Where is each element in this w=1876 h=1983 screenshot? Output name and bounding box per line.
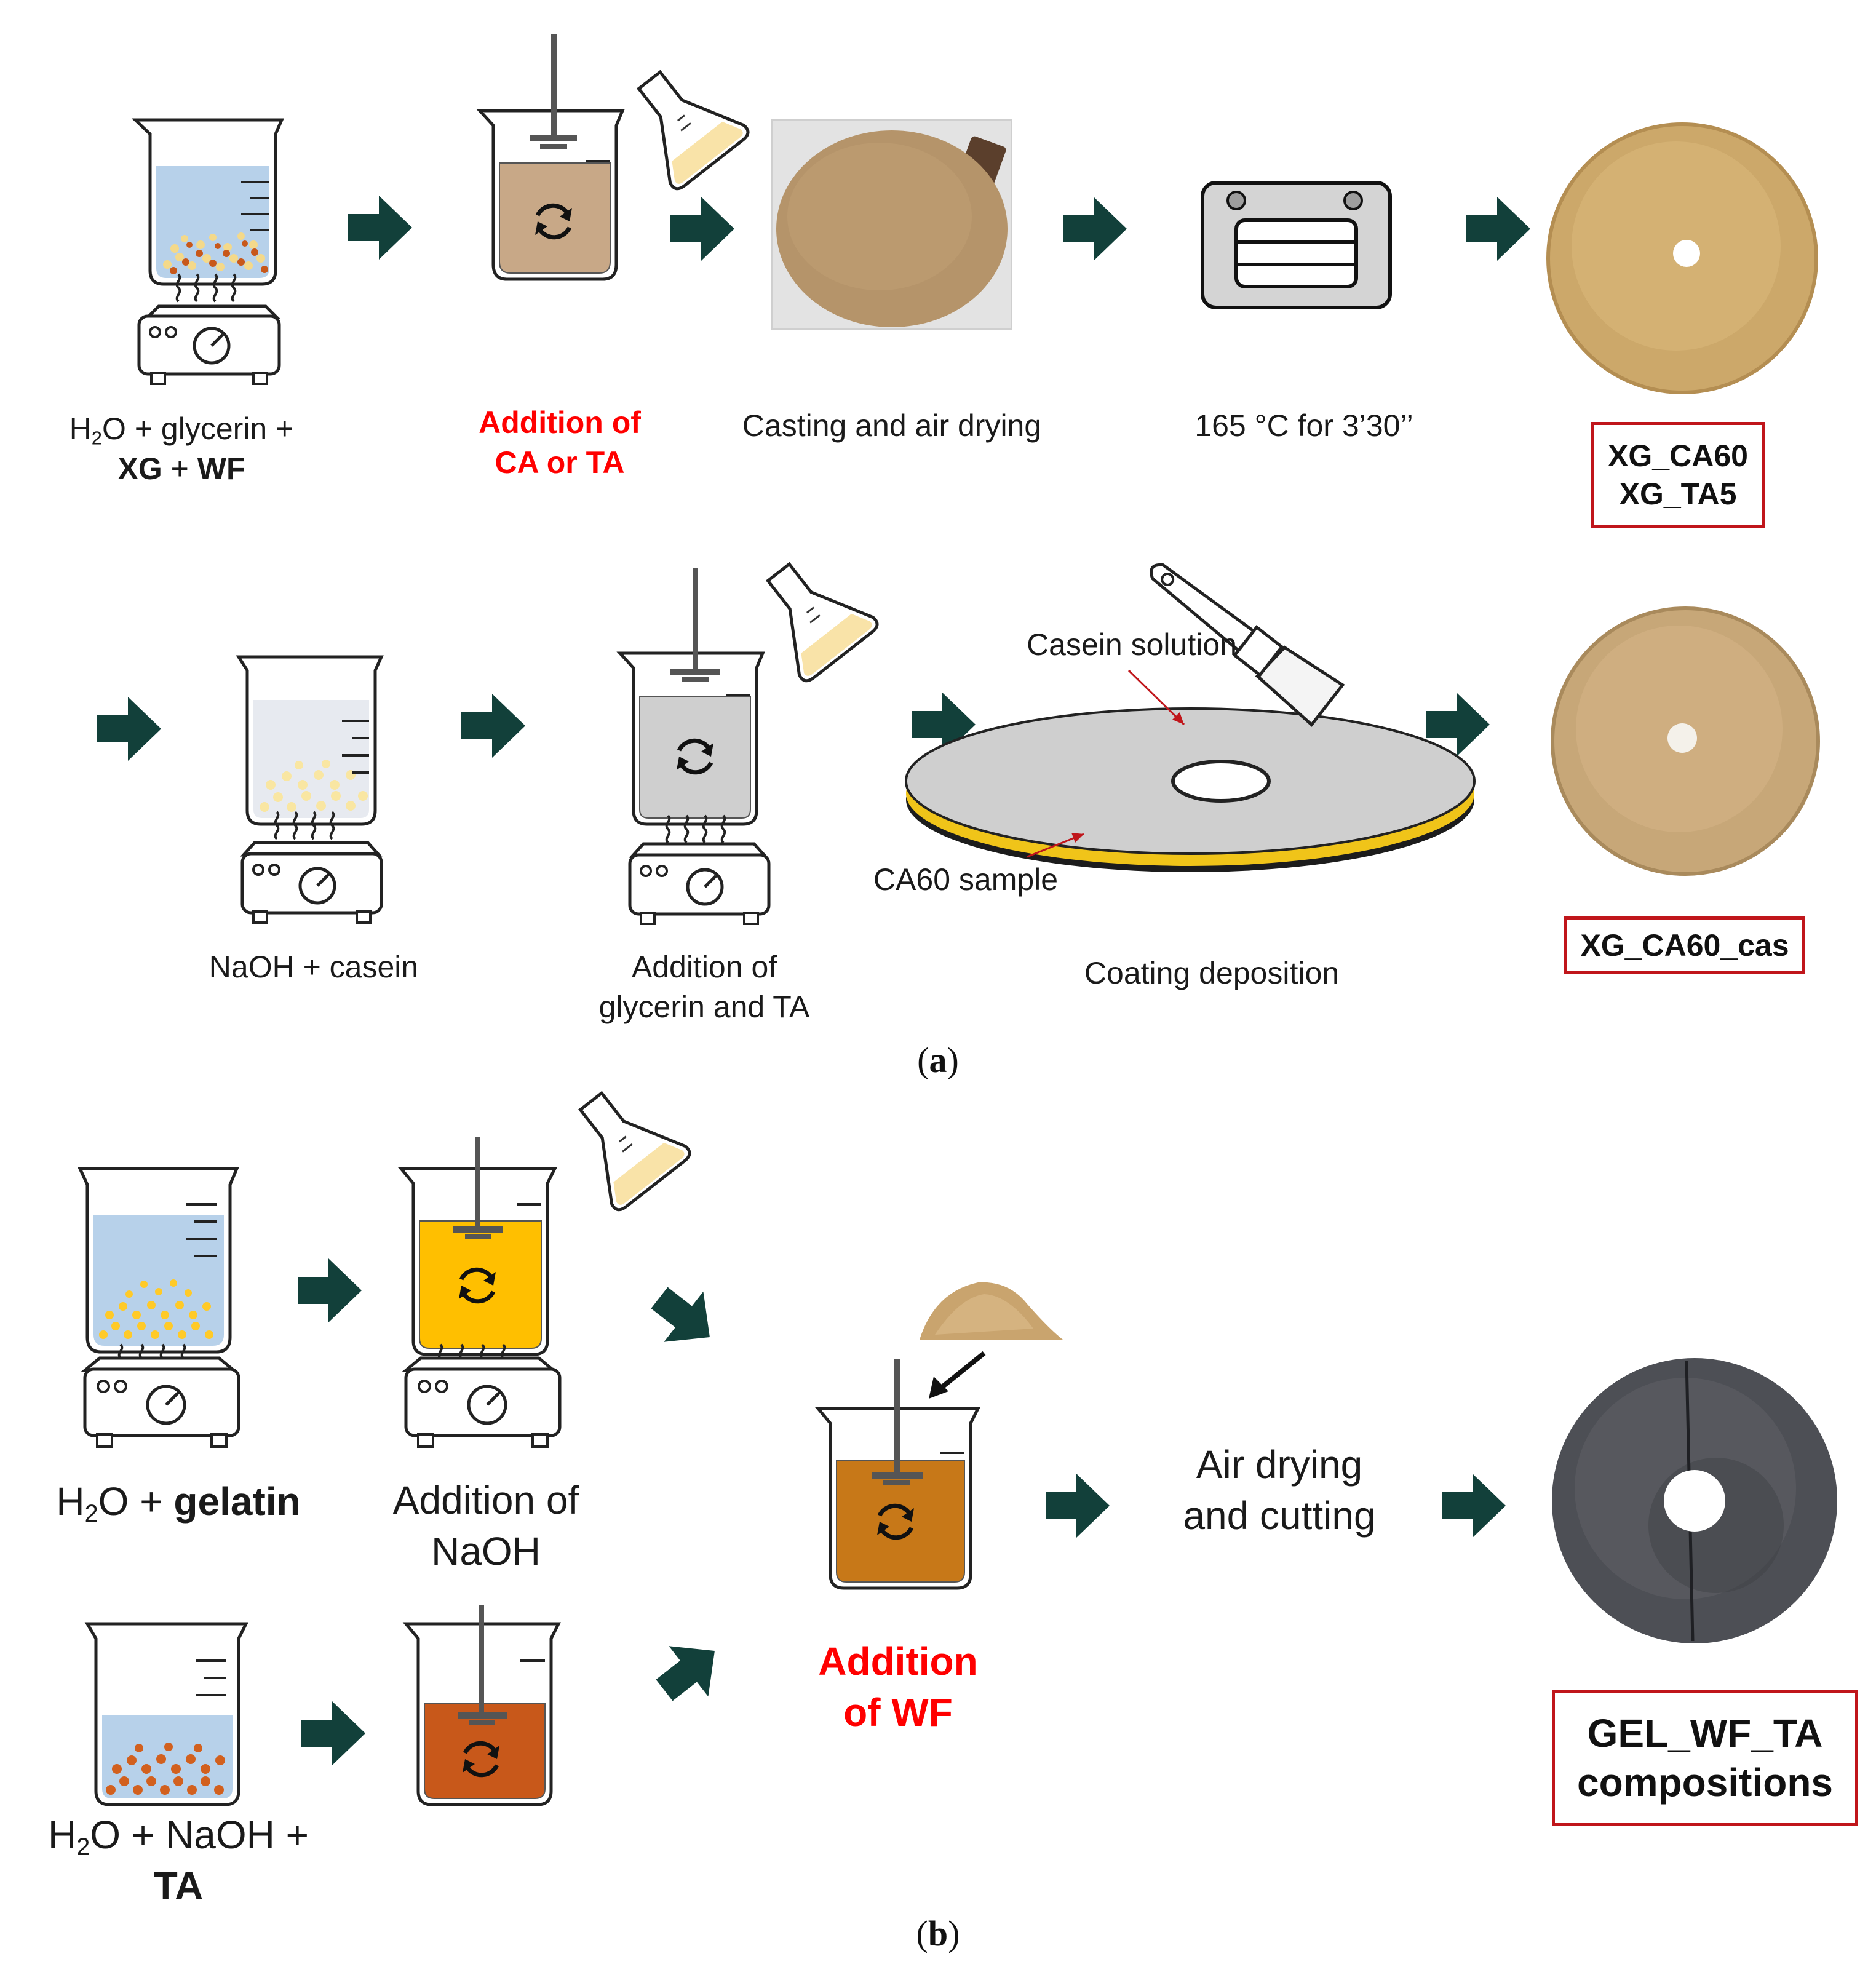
step-label-casting: Casting and air drying <box>742 408 1042 443</box>
step-label-naoh: Addition of NaOH <box>392 1478 579 1574</box>
arrow-right-icon <box>1063 197 1127 261</box>
result-box-gel: GEL_WF_TA compositions <box>1552 1690 1858 1826</box>
arrow-up-right-icon <box>644 1625 734 1715</box>
arrow-right-icon <box>670 197 734 261</box>
arrow-right-icon <box>97 697 161 761</box>
arrow-right-icon <box>461 694 525 758</box>
arrow-right-icon <box>301 1701 365 1765</box>
stirred-beaker-ta-icon <box>402 1605 562 1806</box>
beaker-ta-icon <box>84 1622 249 1806</box>
step-label-drying: Air drying and cutting <box>1183 1442 1376 1538</box>
arrow-right-icon <box>298 1258 362 1322</box>
annotation-casein-solution: Casein solution <box>1027 627 1237 662</box>
step-label-addition: Addition of CA or TA <box>479 405 641 480</box>
oven-icon <box>1201 181 1392 309</box>
result-box-xg: XG_CA60 XG_TA5 <box>1591 422 1765 528</box>
beaker-gelatin-icon <box>78 1167 239 1354</box>
gel-disk-photo <box>1552 1358 1837 1643</box>
arrow-right-icon <box>1046 1474 1110 1538</box>
step-label-addition-glycerin: Addition of glycerin and TA <box>598 950 810 1024</box>
result-box-xg-cas: XG_CA60_cas <box>1564 916 1805 974</box>
xg-cas-disk-photo <box>1551 606 1820 876</box>
arrow-down-right-icon <box>639 1273 729 1363</box>
caption-b: (b) <box>916 1913 960 1953</box>
coated-disk-icon <box>905 707 1476 872</box>
arrow-right-icon <box>1466 197 1530 261</box>
step-label-mixing: H2O + glycerin + XG + WF <box>69 411 294 486</box>
beaker-water-grains-icon <box>131 118 284 286</box>
hot-plate-icon <box>240 841 383 924</box>
stirred-beaker-icon <box>616 568 765 826</box>
stirred-beaker-icon <box>476 34 625 281</box>
down-arrow-icon <box>929 1351 986 1399</box>
xg-disk-photo <box>1546 122 1818 394</box>
stirred-beaker-gelatin-icon <box>397 1137 558 1356</box>
step-label-ta: H2O + NaOH + TA <box>48 1813 309 1909</box>
hot-plate-icon <box>137 304 281 385</box>
annotation-arrow-icon <box>1027 669 1185 858</box>
hot-plate-icon <box>628 842 771 925</box>
arrow-right-icon <box>348 196 412 260</box>
annotation-ca60-sample: CA60 sample <box>873 862 1059 897</box>
arrow-right-icon <box>1442 1474 1506 1538</box>
step-label-wf: Addition of WF <box>818 1639 978 1735</box>
hot-plate-icon <box>402 1356 562 1448</box>
flask-icon <box>741 543 880 683</box>
wood-flour-pile-icon <box>920 1282 1063 1340</box>
cast-film-photo <box>771 119 1012 330</box>
flask-icon <box>554 1072 692 1212</box>
paint-brush-icon <box>1150 563 1345 727</box>
hot-plate-icon <box>81 1356 240 1448</box>
step-label-gelatin: H2O + gelatin <box>56 1479 301 1528</box>
step-label-casein: NaOH + casein <box>209 950 419 984</box>
step-label-coating: Coating deposition <box>1084 956 1340 990</box>
beaker-casein-icon <box>236 655 384 826</box>
caption-a: (a) <box>917 1040 959 1080</box>
flask-icon <box>612 51 750 191</box>
step-label-curing: 165 °C for 3’30’’ <box>1194 408 1413 443</box>
stirred-beaker-wf-icon <box>814 1359 981 1590</box>
